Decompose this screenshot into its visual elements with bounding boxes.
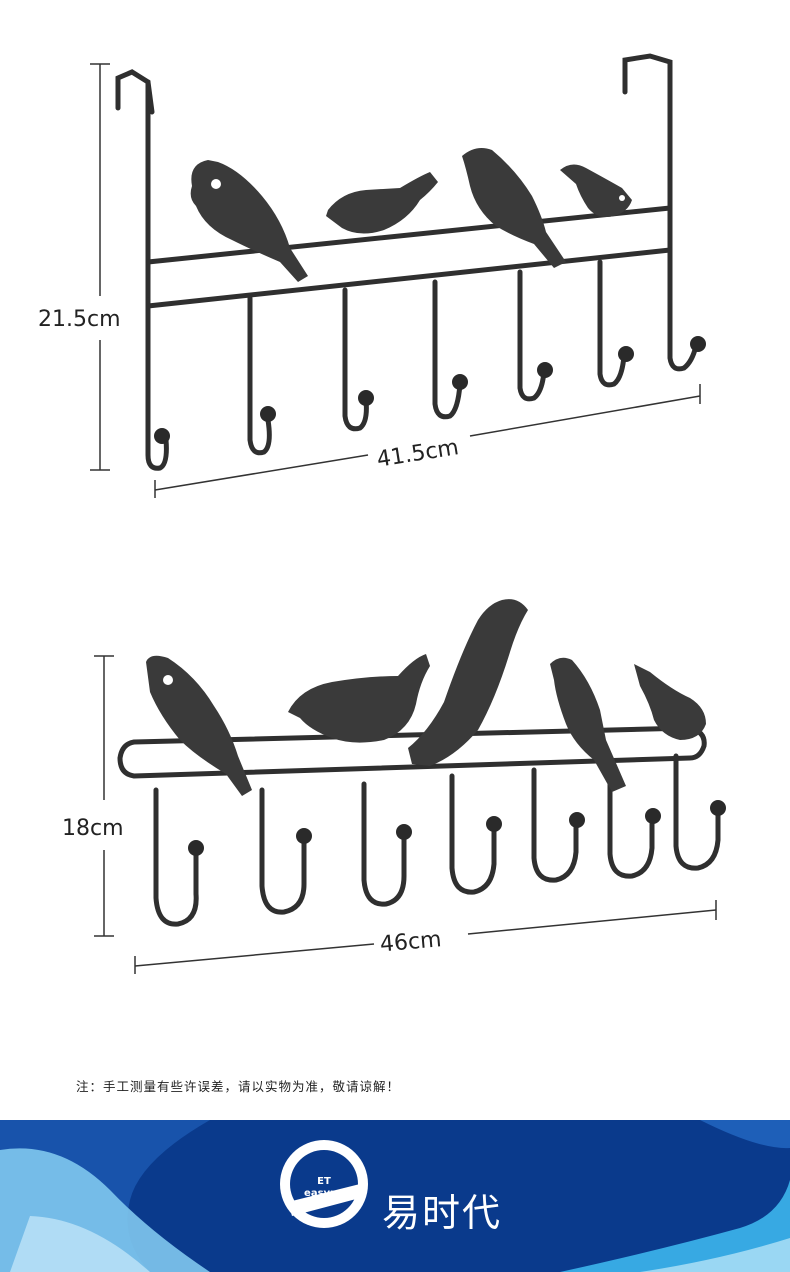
rack-rail-bottom bbox=[117, 725, 707, 779]
brand-name: 易时代 bbox=[382, 1191, 503, 1235]
rack-frame-top bbox=[115, 53, 673, 443]
height-label-top: 21.5cm bbox=[38, 307, 121, 332]
width-label-top: 41.5cm bbox=[375, 435, 460, 473]
brand-banner bbox=[0, 1120, 790, 1272]
hooks-top bbox=[145, 247, 699, 471]
height-dimension-top bbox=[90, 63, 110, 471]
product-image-bottom: 18cm 46cm bbox=[62, 599, 726, 974]
brand-logo bbox=[280, 1140, 368, 1228]
bird-silhouettes-bottom bbox=[146, 599, 706, 796]
logo-text: ET easyne bbox=[304, 1176, 344, 1199]
height-dimension-bottom bbox=[94, 655, 114, 937]
product-image-top: 21.5cm 41.5cm bbox=[38, 53, 706, 498]
width-dimension-top bbox=[154, 384, 701, 498]
hooks-bottom bbox=[153, 753, 721, 927]
bird-silhouettes-top bbox=[190, 148, 632, 282]
width-dimension-bottom bbox=[134, 900, 717, 974]
width-label-bottom: 46cm bbox=[379, 927, 442, 957]
hook-tips-bottom bbox=[188, 800, 726, 856]
height-label-bottom: 18cm bbox=[62, 816, 124, 841]
hook-tips-top bbox=[154, 336, 706, 444]
measurement-note: 注：手工测量有些许误差，请以实物为准，敬请谅解！ bbox=[76, 1079, 401, 1094]
